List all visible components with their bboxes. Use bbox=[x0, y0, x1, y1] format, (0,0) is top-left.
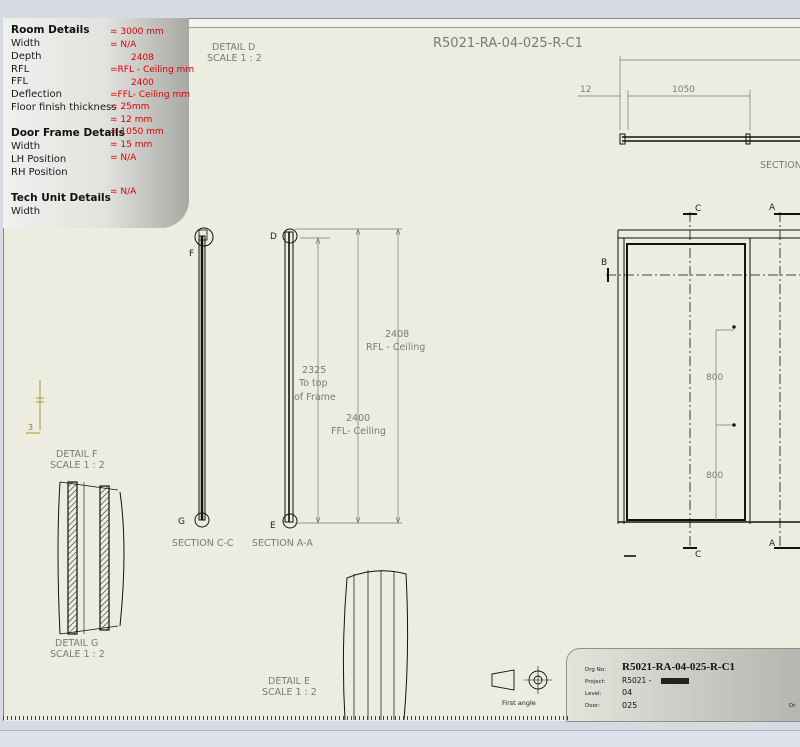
detail-f-scale: SCALE 1 : 2 bbox=[50, 460, 105, 471]
detail-e-label: DETAIL E bbox=[268, 676, 310, 687]
pre-value-1: = 25mm bbox=[110, 102, 150, 112]
section-cc-label: SECTION C-C bbox=[172, 538, 234, 549]
dim-2400: 2400 bbox=[346, 413, 371, 424]
dim-3: 3 bbox=[28, 423, 34, 432]
first-angle-label: First angle bbox=[502, 699, 536, 707]
detail-f-profile bbox=[57, 481, 125, 635]
floor-finish-value: =FFL- Ceiling mm bbox=[110, 90, 190, 100]
detail-g-label: DETAIL G bbox=[55, 638, 99, 649]
sheet-scale-ruler bbox=[3, 716, 568, 720]
sheet-top-border bbox=[4, 19, 800, 28]
marker-c-bottom: C bbox=[695, 550, 702, 560]
detail-g-scale: SCALE 1 : 2 bbox=[50, 649, 105, 660]
dim-12: 12 bbox=[580, 85, 592, 95]
plan-view bbox=[578, 56, 800, 145]
section-aa-label: SECTION A-A bbox=[252, 538, 313, 549]
door-frame-details-heading: Door Frame Details bbox=[11, 127, 125, 139]
room-depth-label: Depth bbox=[11, 51, 42, 62]
dim-800-upper: 800 bbox=[706, 373, 724, 383]
properties-panel: Room Details Width Depth RFL FFL Deflect… bbox=[3, 18, 194, 228]
level-label: Level: bbox=[585, 691, 602, 697]
room-details-heading: Room Details bbox=[11, 24, 90, 36]
detail-e-scale: SCALE 1 : 2 bbox=[262, 687, 317, 698]
tech-width-value: = N/A bbox=[110, 187, 137, 197]
door-value: 025 bbox=[622, 701, 638, 710]
tech-unit-details-heading: Tech Unit Details bbox=[11, 192, 111, 204]
dim-rfl-ceiling: RFL - Ceiling bbox=[366, 342, 426, 353]
marker-a-top: A bbox=[769, 203, 776, 213]
drg-no-label: Drg No: bbox=[585, 667, 606, 673]
drg-no-value: R5021-RA-04-025-R-C1 bbox=[622, 661, 736, 673]
deflection-value: 2400 bbox=[131, 78, 154, 88]
ffl-value: =RFL - Ceiling mm bbox=[110, 65, 195, 75]
dim-800-lower: 800 bbox=[706, 471, 724, 481]
marker-g: G bbox=[178, 517, 185, 527]
door-label: Door: bbox=[585, 703, 600, 709]
marker-e: E bbox=[270, 521, 276, 531]
door-width-value: = 1050 mm bbox=[110, 127, 164, 137]
dim-of-frame: of Frame bbox=[294, 392, 336, 403]
room-depth-value: = N/A bbox=[110, 40, 137, 50]
ffl-label: FFL bbox=[11, 76, 29, 87]
project-label: Project: bbox=[585, 679, 606, 685]
window-bottom-bar bbox=[0, 730, 800, 747]
marker-c-top: C bbox=[695, 204, 702, 214]
title-block-extra: Dr bbox=[789, 703, 796, 709]
tech-width-label: Width bbox=[11, 206, 41, 217]
front-elevation bbox=[606, 212, 800, 557]
section-aa-profile bbox=[282, 227, 402, 529]
marker-d: D bbox=[270, 232, 277, 242]
marker-b: B bbox=[601, 258, 608, 268]
dim-2325: 2325 bbox=[302, 365, 327, 376]
project-value: R5021 - bbox=[622, 676, 652, 685]
detail-e-profile bbox=[342, 570, 409, 721]
dim-to-top: To top bbox=[299, 378, 328, 389]
lh-position-value: = 15 mm bbox=[110, 140, 153, 150]
detail-d-scale: SCALE 1 : 2 bbox=[207, 53, 262, 64]
project-name-redaction bbox=[661, 678, 689, 684]
title-block: Drg No: R5021-RA-04-025-R-C1 Project: R5… bbox=[566, 648, 800, 722]
section-cc-profile bbox=[194, 227, 214, 528]
marker-a-bottom: A bbox=[769, 539, 776, 549]
deflection-label: Deflection bbox=[11, 89, 62, 100]
first-angle-symbol bbox=[491, 666, 552, 694]
dim-1050: 1050 bbox=[672, 85, 695, 95]
rh-position-value: = N/A bbox=[110, 153, 137, 163]
lh-position-label: LH Position bbox=[11, 154, 67, 165]
rh-position-label: RH Position bbox=[11, 167, 68, 178]
level-value: 04 bbox=[622, 688, 633, 697]
door-width-label: Width bbox=[11, 141, 41, 152]
section-partial-label: SECTION bbox=[760, 160, 800, 171]
room-width-value: = 3000 mm bbox=[110, 27, 164, 37]
marker-f: F bbox=[189, 249, 195, 259]
rfl-label: RFL bbox=[11, 64, 30, 75]
dim-ffl-ceiling: FFL- Ceiling bbox=[331, 426, 386, 437]
pre-value-2: = 12 mm bbox=[110, 115, 153, 125]
detail-d-label: DETAIL D bbox=[212, 42, 256, 53]
rfl-value: 2408 bbox=[131, 53, 154, 63]
drawing-title: R5021-RA-04-025-R-C1 bbox=[433, 36, 583, 51]
detail-f-label: DETAIL F bbox=[56, 449, 98, 460]
floor-finish-label: Floor finish thickness bbox=[11, 102, 117, 113]
room-width-label: Width bbox=[11, 38, 41, 49]
level-marker bbox=[26, 380, 44, 434]
dim-2408: 2408 bbox=[385, 329, 410, 340]
